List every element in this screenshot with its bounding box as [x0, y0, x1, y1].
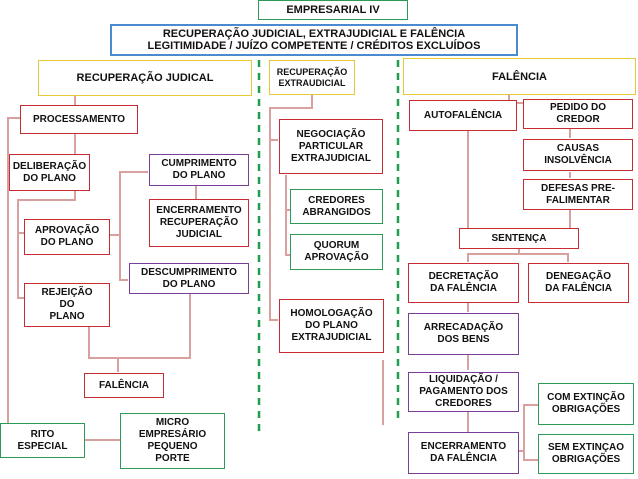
cumprimento-node: CUMPRIMENTO DO PLANO [149, 154, 249, 186]
micro-empresario-node: MICRO EMPRESÁRIO PEQUENO PORTE [120, 413, 225, 469]
sem-extincao-node: SEM EXTINÇAO OBRIGAÇÕES [538, 434, 634, 474]
denegacao-node: DENEGAÇÃO DA FALÊNCIA [528, 263, 629, 303]
recuperacao-extrajudicial-heading: RECUPERAÇÃO EXTRAUDICIAL [269, 60, 355, 95]
causas-insolvencia-node: CAUSAS INSOLVÊNCIA [523, 139, 633, 171]
deliberacao-node: DELIBERAÇÃO DO PLANO [9, 154, 90, 191]
rejeicao-node: REJEIÇÃO DO PLANO [24, 283, 110, 327]
pedido-credor-node: PEDIDO DO CREDOR [523, 99, 633, 129]
main-topic-line2: LEGITIMIDADE / JUÍZO COMPETENTE / CRÉDIT… [147, 40, 481, 52]
com-extincao-node: COM EXTINÇÃO OBRIGAÇÕES [538, 383, 634, 425]
liquidacao-node: LIQUIDAÇÃO / PAGAMENTO DOS CREDORES [408, 372, 519, 412]
arrecadacao-node: ARRECADAÇÃO DOS BENS [408, 313, 519, 355]
negociacao-node: NEGOCIAÇÃO PARTICULAR EXTRAJUDICIAL [279, 119, 383, 174]
quorum-aprovacao-node: QUORUM APROVAÇÃO [290, 234, 383, 270]
descumprimento-node: DESCUMPRIMENTO DO PLANO [129, 263, 249, 294]
falencia-heading: FALÊNCIA [403, 58, 636, 95]
recuperacao-judicial-heading: RECUPERAÇÃO JUDICAL [38, 60, 252, 96]
autofalencia-node: AUTOFALÊNCIA [409, 100, 517, 131]
defesas-pre-falimentar-node: DEFESAS PRE- FALIMENTAR [523, 179, 633, 210]
sentenca-node: SENTENÇA [459, 228, 579, 249]
credores-abrangidos-node: CREDORES ABRANGIDOS [290, 189, 383, 224]
aprovacao-node: APROVAÇÃO DO PLANO [24, 219, 110, 255]
falencia-outcome-node: FALÊNCIA [84, 373, 164, 398]
course-title: EMPRESARIAL IV [258, 0, 408, 20]
main-topic-box: RECUPERAÇÃO JUDICIAL, EXTRAJUDICIAL E FA… [110, 24, 518, 56]
processamento-node: PROCESSAMENTO [20, 105, 138, 134]
decretacao-node: DECRETAÇÃO DA FALÊNCIA [408, 263, 519, 303]
homologacao-node: HOMOLOGAÇÃO DO PLANO EXTRAJUDICIAL [279, 299, 384, 353]
rito-especial-node: RITO ESPECIAL [0, 423, 85, 458]
main-topic-line1: RECUPERAÇÃO JUDICIAL, EXTRAJUDICIAL E FA… [162, 28, 466, 40]
encerramento-falencia-node: ENCERRAMENTO DA FALÊNCIA [408, 432, 519, 474]
encerramento-recuperacao-node: ENCERRAMENTO RECUPERAÇÃO JUDICIAL [149, 199, 249, 247]
